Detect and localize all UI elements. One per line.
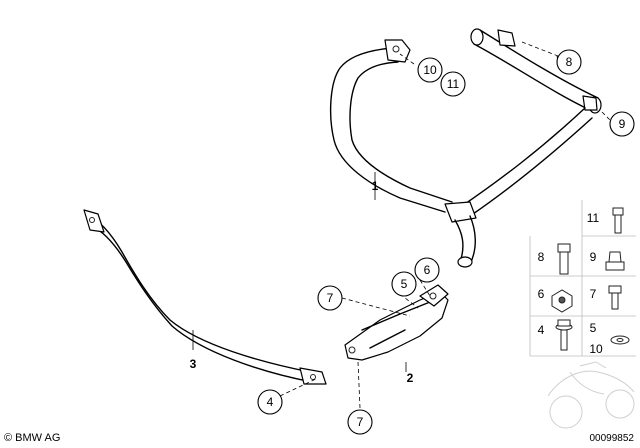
hardware-label: 4 <box>538 323 545 337</box>
hardware-grid: 11 8 9 6 7 4 <box>529 200 636 429</box>
strut-part <box>83 209 327 385</box>
hardware-item-5-10: 5 10 <box>589 321 630 356</box>
callout-7-upper: 7 <box>317 285 343 311</box>
callout-label: 8 <box>566 55 573 69</box>
hardware-item-11: 11 <box>587 207 624 234</box>
lower-bracket-part <box>344 284 449 361</box>
hardware-label: 5 <box>590 321 597 335</box>
callout-label: 11 <box>447 77 460 91</box>
callout-6: 6 <box>414 257 440 283</box>
callout-4: 4 <box>257 389 283 415</box>
hardware-label: 7 <box>590 287 597 301</box>
protection-bar-part <box>329 28 602 268</box>
hardware-item-4: 4 <box>538 319 573 351</box>
callout-5: 5 <box>391 271 417 297</box>
callout-label: 6 <box>424 263 431 277</box>
callout-label: 7 <box>327 291 334 305</box>
callout-9: 9 <box>609 111 635 137</box>
hardware-label: 9 <box>590 250 597 264</box>
callout-7-lower: 7 <box>347 409 373 435</box>
part-number-2: 2 <box>407 371 414 385</box>
callout-label: 4 <box>267 395 274 409</box>
copyright-text: © BMW AG <box>4 432 61 444</box>
hardware-label: 10 <box>589 342 603 356</box>
hardware-label: 11 <box>587 211 600 225</box>
hardware-label: 8 <box>538 250 545 264</box>
leader-lines <box>192 41 613 409</box>
part-number-3: 3 <box>190 357 197 371</box>
hardware-item-9: 9 <box>590 250 625 271</box>
callout-label: 10 <box>423 63 437 77</box>
hardware-item-7: 7 <box>590 285 622 310</box>
callout-11-top: 11 <box>440 71 466 97</box>
part-number-1: 1 <box>372 179 379 193</box>
hardware-item-6: 6 <box>538 287 573 313</box>
motorcycle-thumbnail <box>547 361 635 429</box>
callout-label: 7 <box>357 415 364 429</box>
callout-10-top: 10 <box>417 57 443 83</box>
callout-8: 8 <box>556 49 582 75</box>
callout-label: 5 <box>401 277 408 291</box>
hardware-label: 6 <box>538 287 545 301</box>
callout-label: 9 <box>619 117 626 131</box>
drawing-number: 00099852 <box>589 433 635 444</box>
hardware-item-8: 8 <box>538 243 571 275</box>
